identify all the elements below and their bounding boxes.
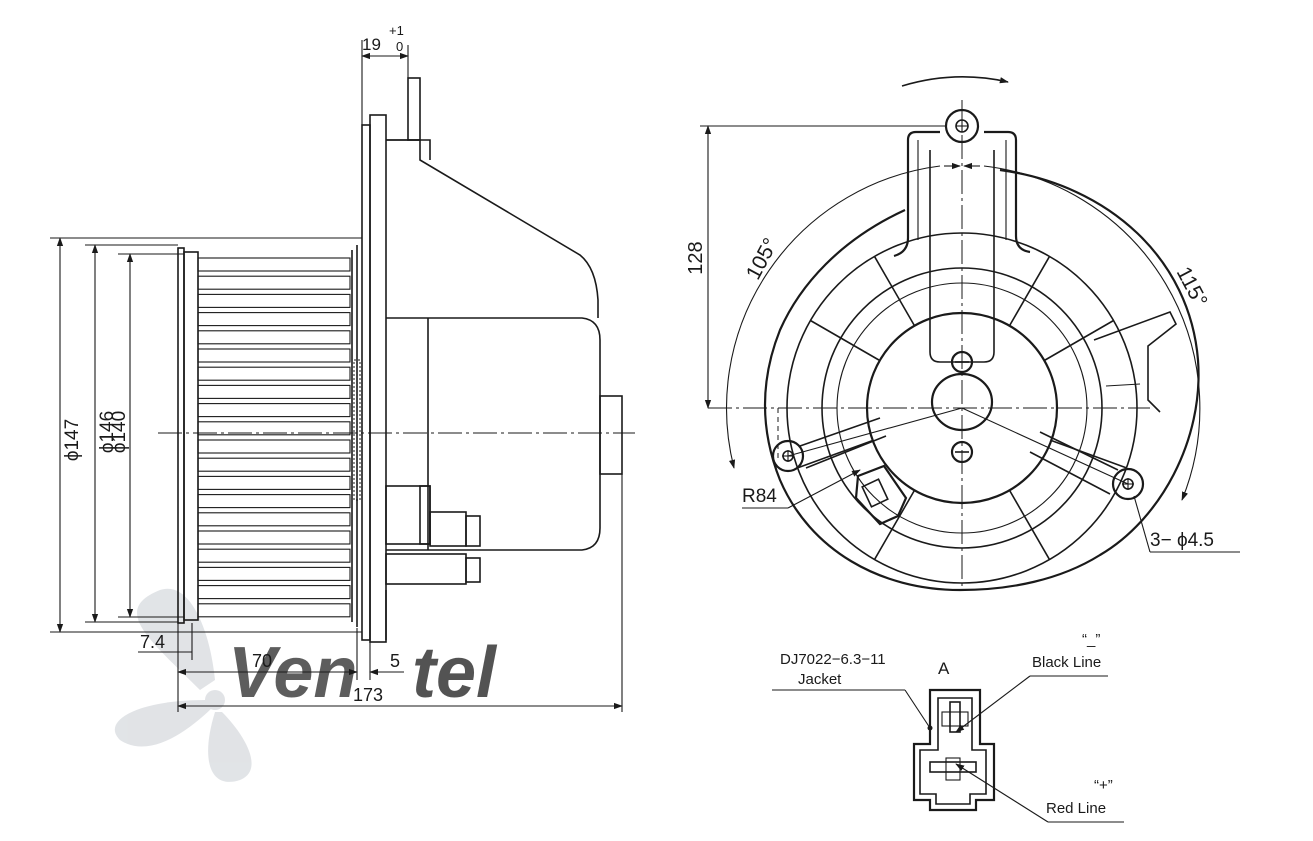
mounting-tab [893,130,1031,258]
motor-housing [385,77,623,640]
negative-terminal [949,701,961,733]
dim-overall-length: 173 [177,474,623,712]
scroll-housing [763,168,1200,592]
blade [197,585,351,600]
dim-height-to-hole-label: 128 [685,241,707,274]
dim-dia-inner: ϕ140 [109,411,130,453]
dim-holes-label: 3− ϕ4.5 [1150,530,1214,551]
spoke [1008,489,1051,560]
blade [197,293,351,308]
blade [197,384,351,399]
spoke [1050,439,1127,469]
watermark: Ven tel [114,588,498,782]
dim-radius-label: R84 [742,486,777,507]
blade [197,275,351,290]
dim-shaft-offset: 19 +1 0 [361,23,409,125]
connector-part-desc: Jacket [798,671,842,688]
front-view: 128 105° 115° R84 3− ϕ4.5 [685,76,1240,592]
dim-dia-outer: ϕ147 [62,419,83,461]
spoke [1043,319,1114,362]
blade [197,475,351,490]
blade [197,512,351,527]
connector-view-label: A [938,659,950,678]
blade [197,330,351,345]
angle-right-arc [983,165,1201,501]
spokes [797,256,1127,560]
angle-left-arc [726,165,941,469]
dim-radius: R84 [742,469,861,509]
dim-shaft-offset-tol-lower: 0 [396,39,403,54]
blade [197,439,351,454]
dim-plate-thickness-label: 5 [390,651,400,671]
blade [197,494,351,509]
dim-shaft-offset-main: 19 [362,35,381,54]
connector-outline [912,688,996,812]
dim-flange-gap-label: 7.4 [140,632,165,652]
watermark-text-dark: Ven [228,633,357,713]
watermark-text-light: tel [412,633,498,713]
blade [197,348,351,363]
spoke [810,319,881,362]
blade [197,457,351,472]
side-view: 19 +1 0 ϕ147 ϕ146 ϕ140 7.4 [50,23,635,712]
connector-part-no: DJ7022−6.3−11 [780,651,886,668]
blade [197,257,351,272]
positive-label: Red Line [1046,800,1106,817]
spoke [1008,256,1051,327]
spoke [873,489,916,560]
dim-flange-gap: 7.4 [138,623,193,712]
blade [197,366,351,381]
blade [197,566,351,581]
dim-angle-left: 105° [742,234,783,283]
connector-housing [854,464,908,526]
connector-detail: DJ7022−6.3−11 Jacket A “_” Black Line “+… [772,631,1124,823]
blade [197,603,351,618]
dim-overall-length-label: 173 [353,685,383,705]
dim-wheel-length: 70 5 [177,628,404,680]
negative-label: Black Line [1032,654,1101,671]
hub-detail [353,359,361,501]
dim-height-to-hole: 128 [685,125,946,409]
spoke [797,439,874,469]
dim-diameters: ϕ147 ϕ146 ϕ140 [50,237,362,633]
positive-symbol: “+” [1094,777,1113,794]
dim-wheel-length-label: 70 [252,651,272,671]
blade [197,421,351,436]
dim-shaft-offset-tol-upper: +1 [389,23,404,38]
blade [197,548,351,563]
dim-holes: 3− ϕ4.5 [1133,495,1240,553]
blade [197,530,351,545]
blade [197,312,351,327]
dim-dia-mid: ϕ146 [97,411,118,453]
negative-symbol: “_” [1082,631,1100,648]
blade [197,403,351,418]
mounting-plate [361,114,387,643]
positive-terminal [929,761,977,773]
spoke [873,256,916,327]
blower-wheel [177,245,358,627]
rotation-arrow-icon [901,76,1009,87]
